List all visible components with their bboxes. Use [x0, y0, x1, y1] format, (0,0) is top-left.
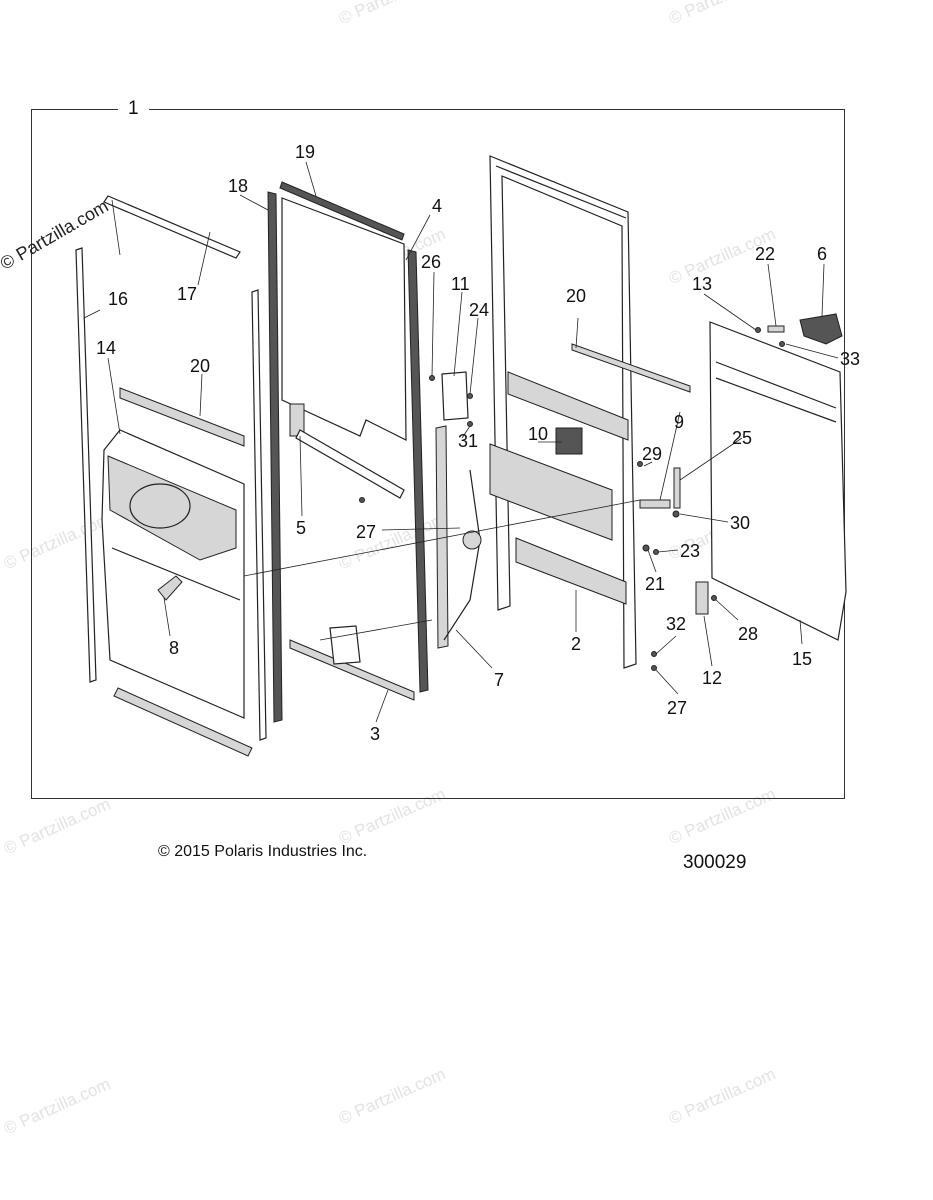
callout-22: 22: [755, 244, 775, 264]
callout-3: 3: [370, 724, 380, 744]
callout-11: 11: [451, 274, 470, 294]
diagram-frame: [31, 109, 845, 799]
part-14-armrest: [107, 455, 237, 561]
fastener-28: [711, 595, 717, 601]
part-14-pocket: [129, 483, 191, 529]
callout-18: 18: [228, 176, 248, 196]
callout-23: 23: [680, 541, 700, 561]
callout-28: 28: [738, 624, 758, 644]
part-2-frame-inner: [495, 165, 627, 219]
part-3-bracket: [329, 625, 361, 665]
callout-29: 29: [642, 444, 662, 464]
callout-24: 24: [469, 300, 489, 320]
part-22-bolt: [767, 325, 785, 333]
callout-16: 16: [108, 289, 128, 309]
callout-4: 4: [432, 196, 442, 216]
callout-8: 8: [169, 638, 179, 658]
part-strip-bottom: [113, 687, 253, 757]
fastener-27-bottom: [651, 665, 657, 671]
part-14-trim-line: [111, 547, 241, 601]
callout-25: 25: [732, 428, 752, 448]
part-15-panel-fold: [715, 361, 837, 409]
callout-21: 21: [645, 574, 665, 594]
part-2-crossbar-top: [507, 371, 629, 441]
callout-7: 7: [494, 670, 504, 690]
fastener-27-left: [359, 497, 365, 503]
callout-19: 19: [295, 142, 315, 162]
fastener-31: [467, 421, 473, 427]
callout-27-left: 27: [356, 522, 376, 542]
callout-33: 33: [840, 349, 860, 369]
callout-12: 12: [702, 668, 722, 688]
part-2-door-frame: [489, 155, 637, 669]
part-2-crossbar-mid: [489, 443, 613, 541]
fastener-29: [637, 461, 643, 467]
part-9-bracket: [639, 499, 671, 509]
part-11-plate: [441, 371, 469, 421]
callout-10: 10: [528, 424, 548, 444]
callout-5: 5: [296, 518, 306, 538]
callout-9: 9: [674, 412, 684, 432]
callout-17: 17: [177, 284, 197, 304]
assembly-number: 1: [118, 98, 149, 120]
part-25-pin: [673, 467, 681, 509]
callout-32: 32: [666, 614, 686, 634]
part-12-hinge: [695, 581, 709, 615]
part-4-glass: [281, 197, 407, 441]
part-7-regulator-rail: [435, 425, 449, 649]
fastener-26: [429, 375, 435, 381]
callout-14: 14: [96, 338, 116, 358]
part-18-seal: [267, 191, 283, 723]
callout-6: 6: [817, 244, 827, 264]
callout-20-left: 20: [190, 356, 210, 376]
part-20-rail-left: [119, 387, 245, 447]
fastener-21: [642, 544, 650, 552]
part-8-handle: [157, 575, 183, 601]
part-15-panel-fold-2: [715, 377, 837, 423]
callout-15: 15: [792, 649, 812, 669]
part-7-regulator-arm: [443, 469, 481, 641]
drawing-number: 300029: [683, 852, 747, 873]
fastener-24: [467, 393, 473, 399]
callout-31: 31: [458, 431, 478, 451]
part-15-outer-panel: [709, 321, 847, 641]
copyright-notice: © 2015 Polaris Industries Inc.: [158, 843, 368, 860]
part-strip-right: [251, 289, 267, 741]
callout-13: 13: [692, 274, 712, 294]
part-3-channel: [289, 639, 415, 701]
callout-30: 30: [730, 513, 750, 533]
callout-2: 2: [571, 634, 581, 654]
part-4-channel: [407, 249, 429, 693]
fastener-30: [672, 510, 680, 518]
leader-lines: [83, 161, 839, 723]
callout-27-bottom: 27: [667, 698, 687, 718]
part-5-rod: [295, 429, 405, 499]
callout-20-right: 20: [566, 286, 586, 306]
part-7-motor: [462, 530, 482, 550]
callout-26: 26: [421, 252, 441, 272]
part-20-rail-right: [571, 343, 691, 393]
fastener-13: [755, 327, 761, 333]
part-2-crossbar-low: [515, 537, 627, 605]
part-19-seal: [279, 181, 405, 241]
fastener-23: [653, 549, 659, 555]
part-17-trim: [103, 195, 241, 259]
fastener-33: [779, 341, 785, 347]
part-10-latch: [555, 427, 583, 455]
part-16-strip: [75, 247, 97, 683]
part-6-handle: [799, 313, 843, 345]
fastener-32: [651, 651, 657, 657]
